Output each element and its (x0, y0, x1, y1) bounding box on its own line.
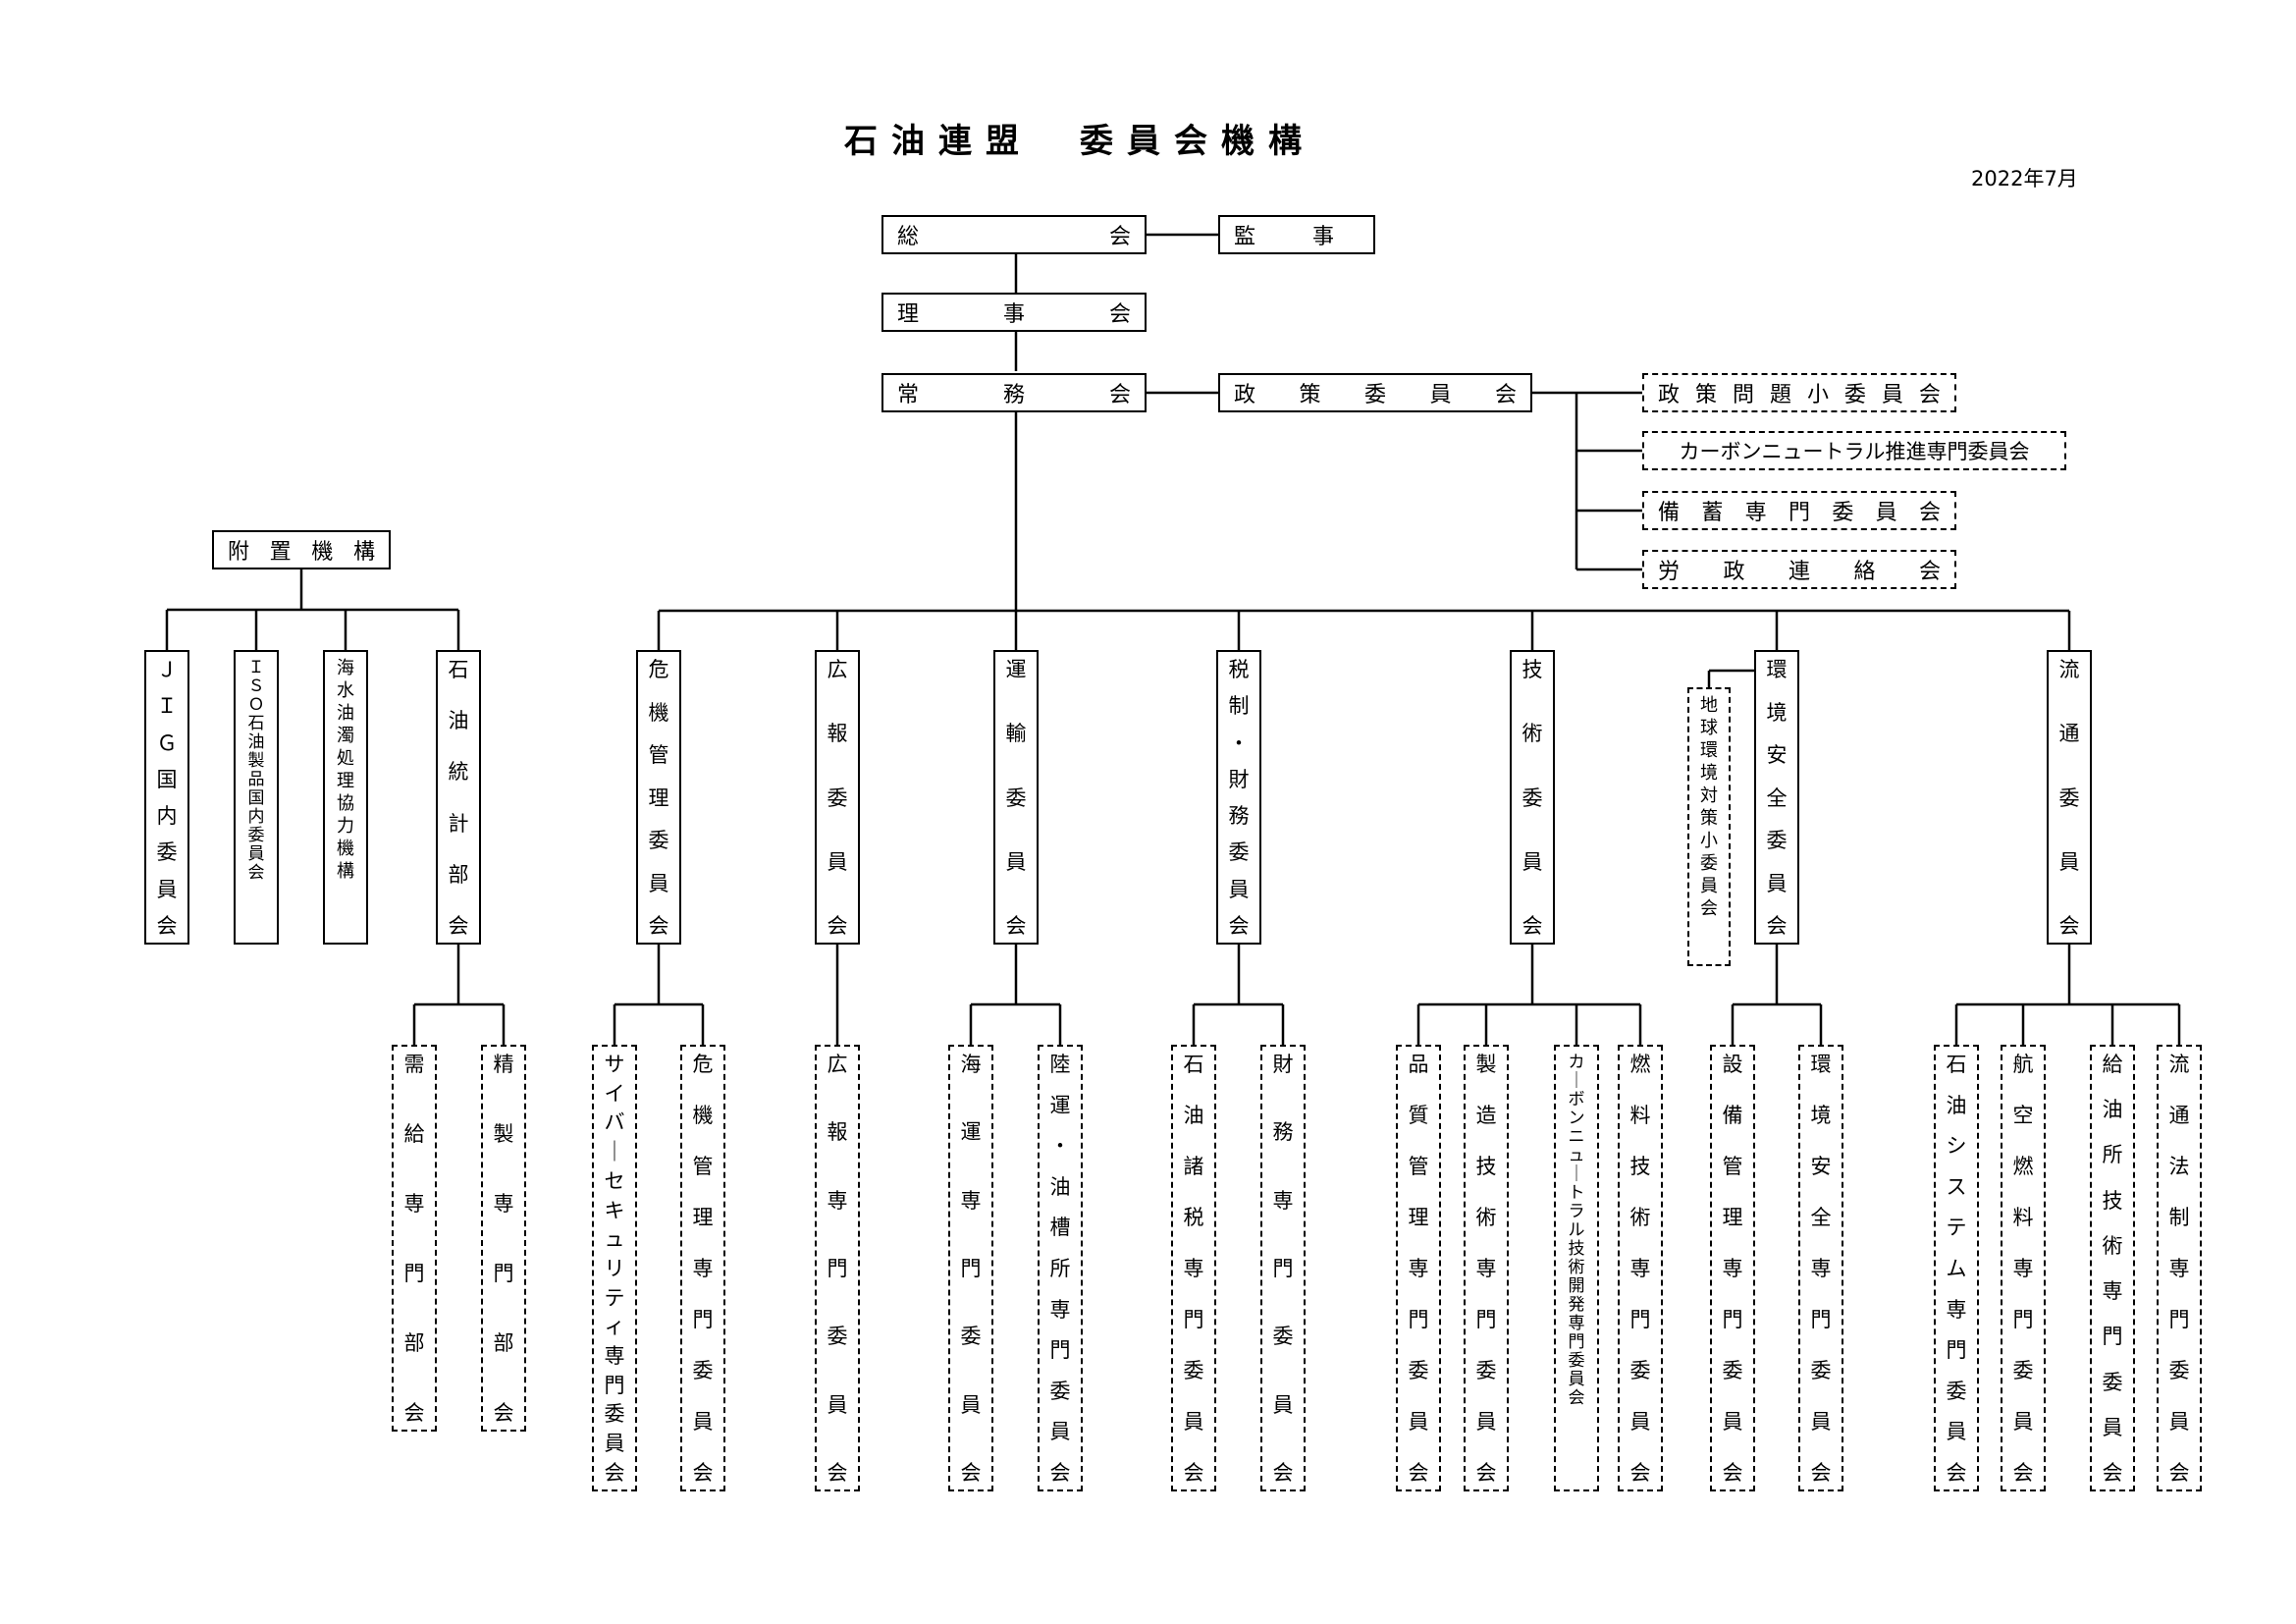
box-annex: 附置機構附置機構 (212, 530, 391, 569)
box-finance: 財務専門委員会財務専門委員会 (1260, 1045, 1306, 1491)
box-oil-system: 石油システム専門委員会石油システム専門委員会 (1934, 1045, 1979, 1491)
box-oil-spill: 海水油濁処理協力機構海水油濁処理協力機構 (323, 650, 368, 945)
box-manufacturing-tech: 製造技術専門委員会製造技術専門委員会 (1464, 1045, 1509, 1491)
box-refining: 精製専門部会精製専門部会 (481, 1045, 526, 1432)
box-carbon-neutral-promotion: カーボンニュートラル推進専門委員会 (1642, 431, 2066, 470)
box-oil-statistics: 石油統計部会石油統計部会 (436, 650, 481, 945)
box-shipping: 海運専門委員会海運専門委員会 (948, 1045, 993, 1491)
box-aviation-fuel: 航空燃料専門委員会航空燃料専門委員会 (2001, 1045, 2046, 1491)
box-global-environment-subcommittee: 地球環境対策小委員会地球環境対策小委員会 (1687, 687, 1731, 966)
page-title: 石油連盟 委員会機構 (844, 122, 1315, 161)
box-distribution: 流通委員会流通委員会 (2047, 650, 2092, 945)
box-pr-specialist: 広報専門委員会広報専門委員会 (815, 1045, 860, 1491)
box-supply-demand: 需給専門部会需給専門部会 (392, 1045, 437, 1432)
box-policy-committee: 政策委員会政策委員会 (1218, 373, 1532, 412)
box-labor-liaison: 労政連絡会労政連絡会 (1642, 550, 1956, 589)
box-executive-board: 常務会常務会 (881, 373, 1147, 412)
box-equipment-management: 設備管理専門委員会設備管理専門委員会 (1710, 1045, 1755, 1491)
box-iso: ＩＳＯ石油製品国内委員会ＩＳＯ石油製品国内委員会 (234, 650, 279, 945)
box-policy-issues-subcommittee: 政策問題小委員会政策問題小委員会 (1642, 373, 1956, 412)
date-label: 2022年7月 (1971, 167, 2078, 190)
box-quality-control: 品質管理専門委員会品質管理専門委員会 (1396, 1045, 1441, 1491)
label: カーボンニュートラル推進専門委員会 (1679, 440, 2030, 463)
box-jig: ＪＩＧ国内委員会ＪＩＧ国内委員会 (144, 650, 189, 945)
box-general-meeting: 総会総会 (881, 215, 1147, 254)
box-board: 理事会理事会 (881, 293, 1147, 332)
box-service-station-tech: 給油所技術専門委員会給油所技術専門委員会 (2090, 1045, 2135, 1491)
box-public-relations: 広報委員会広報委員会 (815, 650, 860, 945)
box-crisis-management: 危機管理委員会危機管理委員会 (636, 650, 681, 945)
box-distribution-law: 流通法制専門委員会流通法制専門委員会 (2157, 1045, 2202, 1491)
box-crisis-specialist: 危機管理専門委員会危機管理専門委員会 (680, 1045, 725, 1491)
box-fuel-tech: 燃料技術専門委員会燃料技術専門委員会 (1618, 1045, 1663, 1491)
box-env-safety-specialist: 環境安全専門委員会環境安全専門委員会 (1798, 1045, 1843, 1491)
box-petroleum-taxes: 石油諸税専門委員会石油諸税専門委員会 (1171, 1045, 1216, 1491)
box-environment-safety: 環境安全委員会環境安全委員会 (1754, 650, 1799, 945)
box-technology: 技術委員会技術委員会 (1510, 650, 1555, 945)
box-stockpiling: 備蓄専門委員会備蓄専門委員会 (1642, 491, 1956, 530)
box-transport: 運輸委員会運輸委員会 (993, 650, 1039, 945)
box-auditor: 監事監事 (1218, 215, 1375, 254)
